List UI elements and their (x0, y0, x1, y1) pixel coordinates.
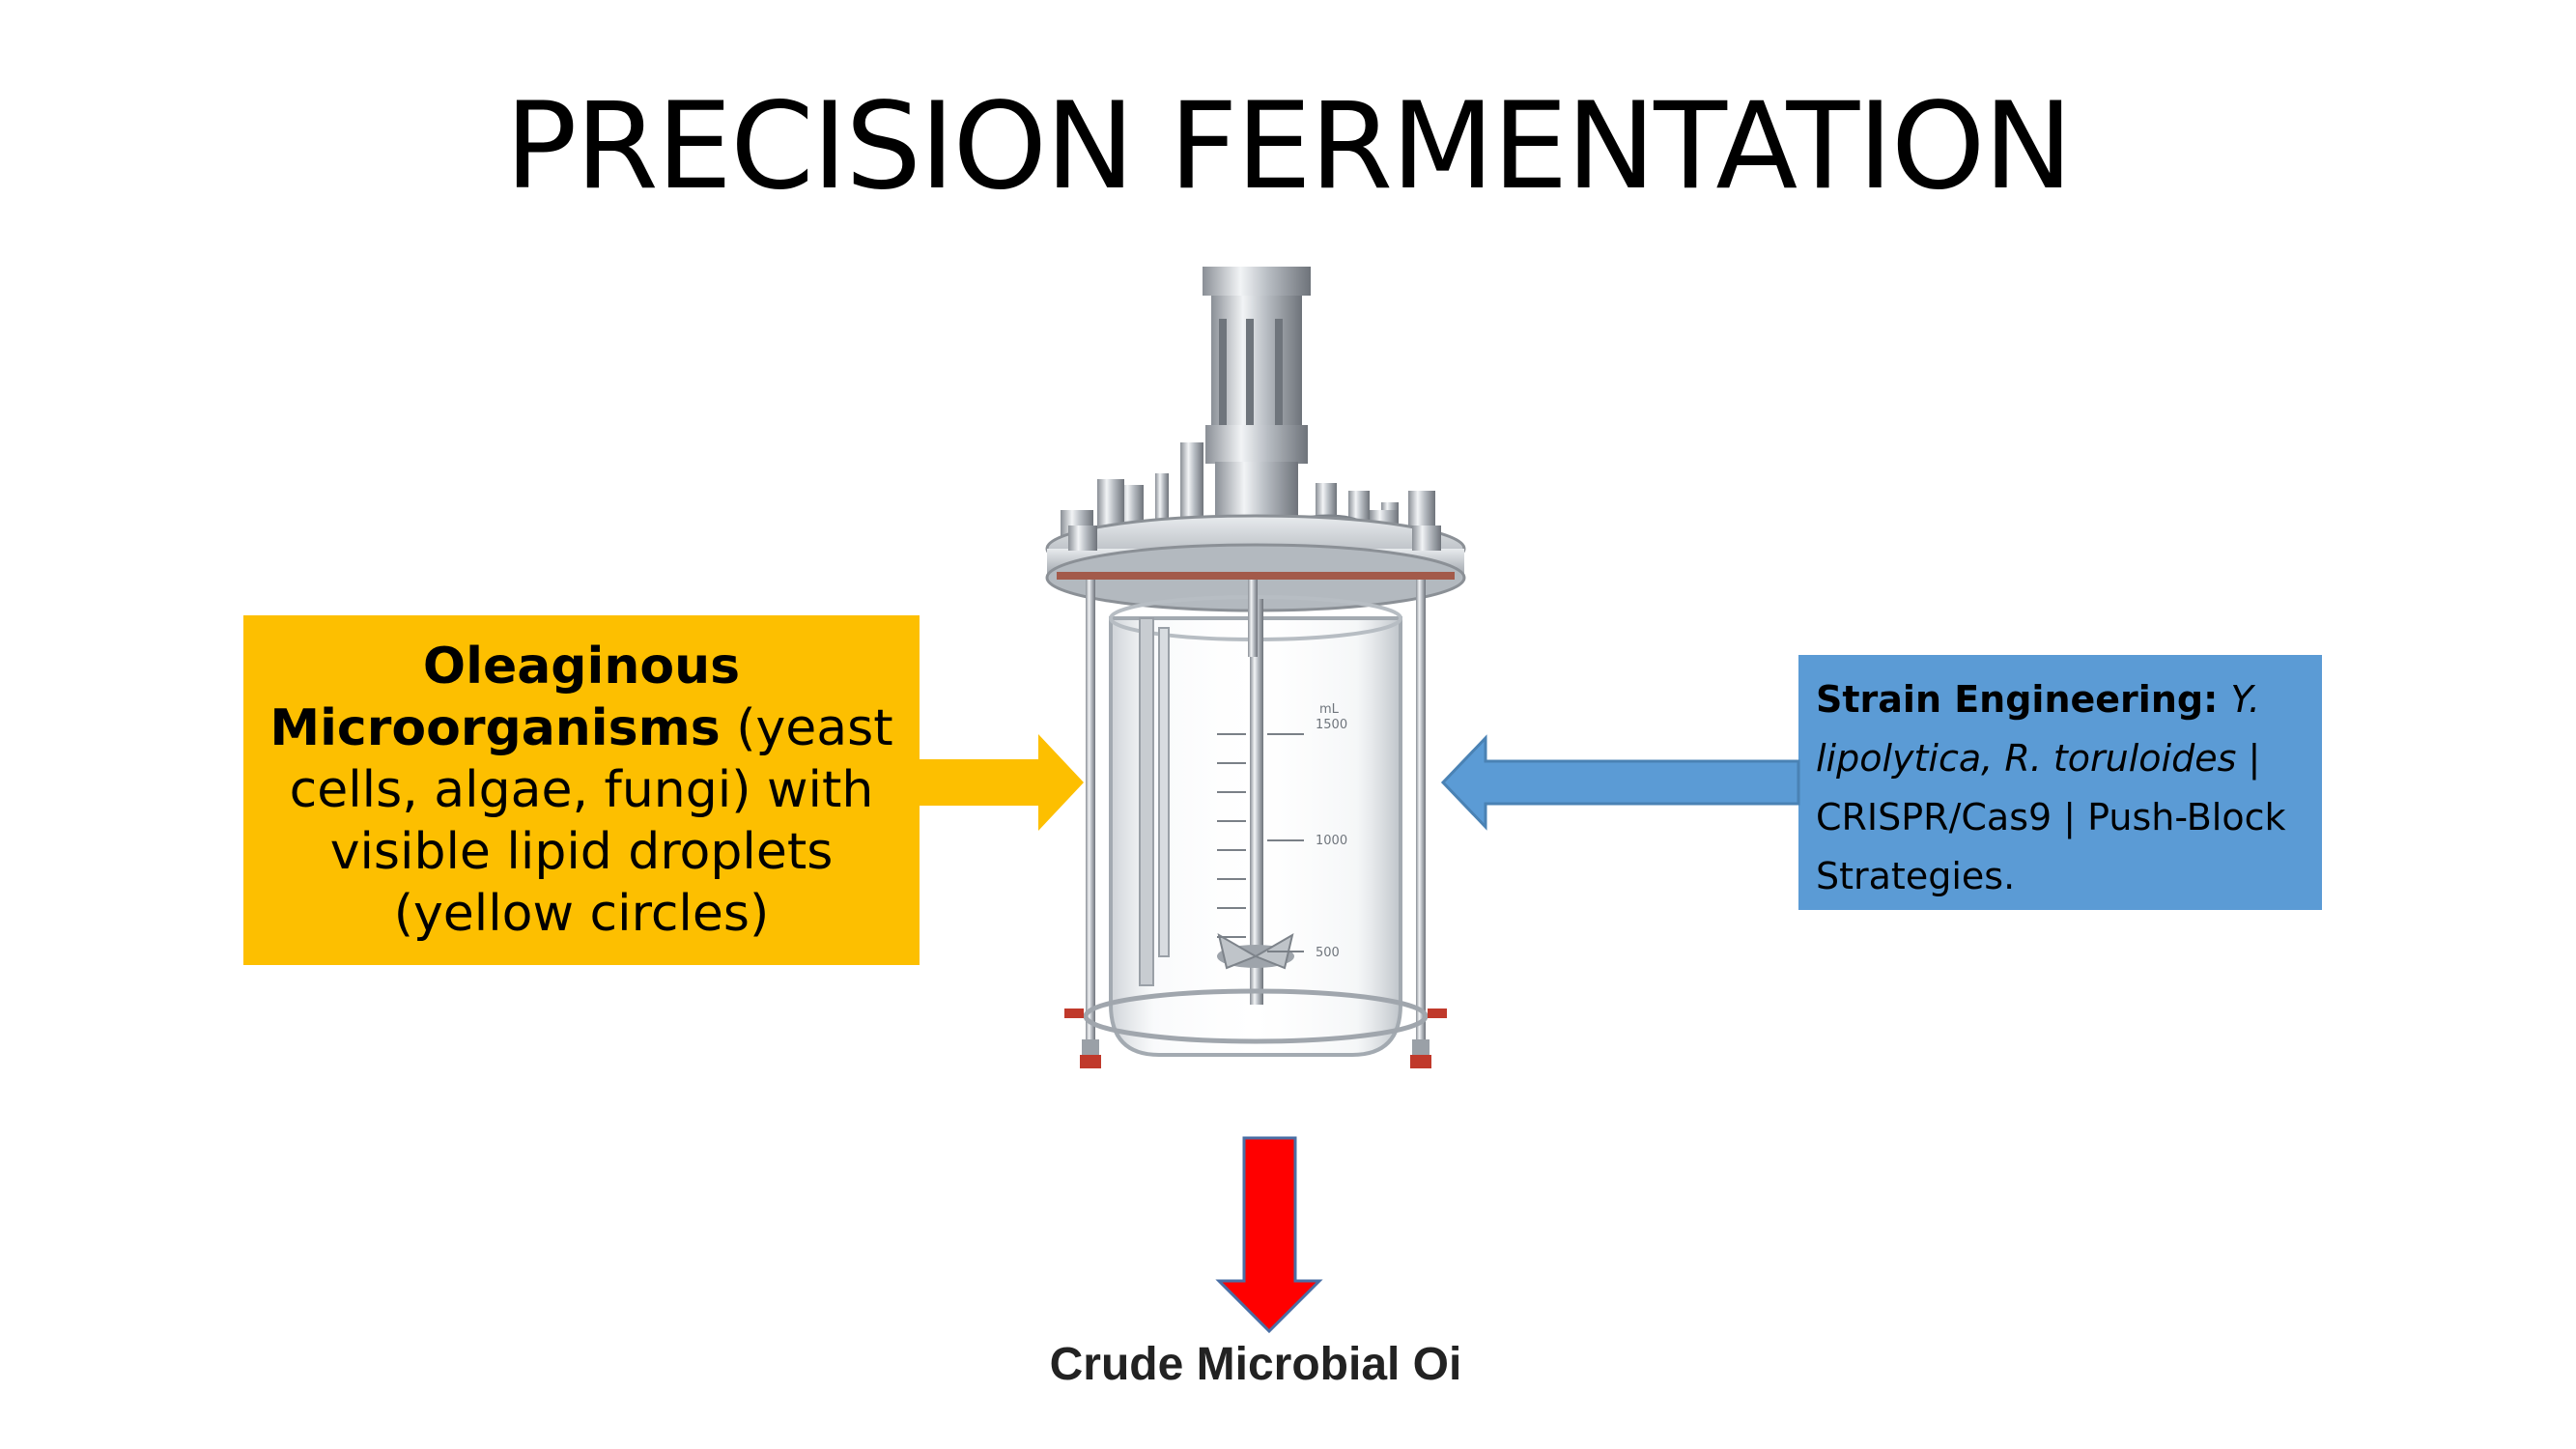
scale-unit-label: mL (1319, 702, 1340, 717)
right-box-bold-text: Strain Engineering: (1816, 678, 2231, 721)
scale-label-1000: 1000 (1316, 834, 1347, 848)
left-box-bold-text: Oleaginous Microorganisms (269, 638, 741, 757)
red-output-arrow (1215, 1136, 1323, 1334)
crude-microbial-oil-label: Crude Microbial Oi (1049, 1339, 1462, 1390)
strain-engineering-box: Strain Engineering: Y. lipolytica, R. to… (1798, 655, 2322, 910)
right-box-italic-text: Y. lipolytica, R. toruloides (1816, 678, 2260, 780)
scale-label-500: 500 (1316, 946, 1340, 960)
slide-title: PRECISION FERMENTATION (504, 77, 2073, 216)
left-box-text: (yeast cells, algae, fungi) with visible… (289, 699, 893, 943)
bioreactor-image: mL 1500 1000 500 (1045, 267, 1466, 1068)
scale-label-1500: 1500 (1316, 718, 1347, 732)
oleaginous-microorganisms-box: Oleaginous Microorganisms (yeast cells, … (243, 615, 920, 965)
right-box-text: | CRISPR/Cas9 | Push-Block Strategies. (1816, 737, 2286, 897)
blue-input-arrow (1440, 734, 1800, 831)
yellow-input-arrow (920, 734, 1084, 831)
